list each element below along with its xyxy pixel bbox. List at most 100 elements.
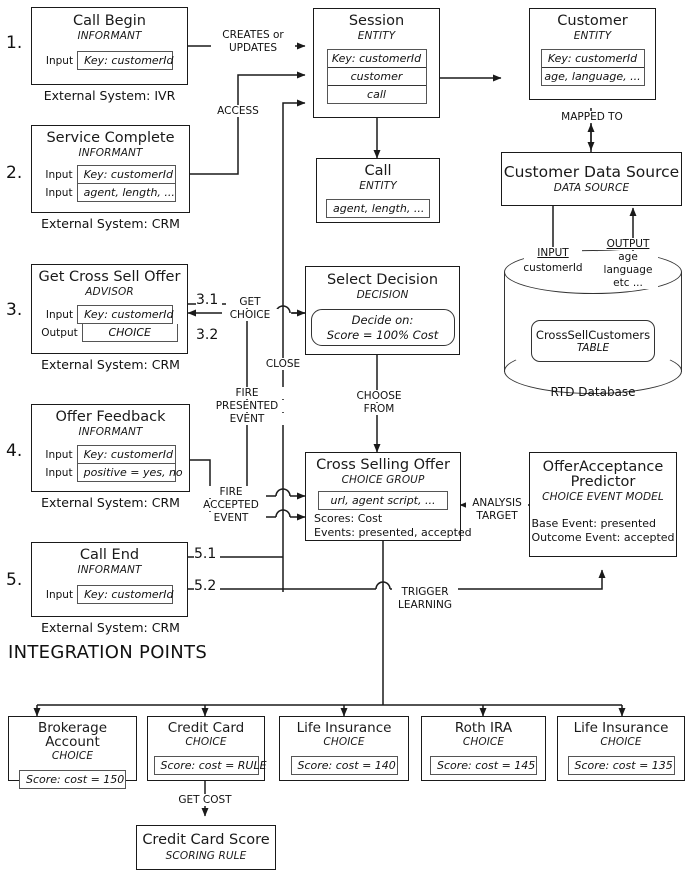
node-choice-credit-card[interactable]: Credit Card CHOICE Score: cost = RULE xyxy=(147,716,267,781)
cross-selling-offer-subtitle: CHOICE GROUP xyxy=(341,474,425,487)
call-end-input-label: Input xyxy=(45,588,74,601)
choice-title: Life Insurance xyxy=(573,720,669,736)
node-call-begin[interactable]: Call Begin INFORMANT Input Key: customer… xyxy=(31,7,188,85)
cross-selling-offer-title: Cross Selling Offer xyxy=(316,457,450,473)
node-choice-brokerage-account[interactable]: Brokerage Account CHOICE Score: cost = 1… xyxy=(8,716,137,790)
node-call-end[interactable]: Call End INFORMANT Input Key: customerId xyxy=(31,542,188,617)
service-complete-title: Service Complete xyxy=(46,130,175,146)
choice-score[interactable]: Score: cost = 145 xyxy=(430,756,537,776)
service-complete-subtitle: INFORMANT xyxy=(78,147,143,160)
edge-label-step-3-1: 3.1 xyxy=(196,292,222,309)
get-cross-sell-offer-external-system: External System: CRM xyxy=(41,357,180,372)
offer-feedback-input1-label: Input xyxy=(45,448,73,461)
table-name: CrossSellCustomers xyxy=(535,328,651,342)
node-offer-acceptance-predictor[interactable]: OfferAcceptance Predictor CHOICE EVENT M… xyxy=(529,452,677,557)
node-session[interactable]: Session ENTITY Key: customerId customer … xyxy=(313,8,440,118)
call-entity-attribute[interactable]: agent, length, ... xyxy=(326,199,430,219)
edge-label-trigger-learning-line1: TRIGGER xyxy=(392,586,458,599)
offer-feedback-title: Offer Feedback xyxy=(55,409,166,425)
call-end-input-value[interactable]: Key: customerId xyxy=(77,585,173,605)
choice-subtitle: CHOICE xyxy=(185,736,227,749)
offer-feedback-input2-label: Input xyxy=(45,467,73,480)
offer-feedback-input2-value[interactable]: positive = yes, no xyxy=(76,464,183,483)
node-credit-card-score[interactable]: Credit Card Score SCORING RULE xyxy=(136,825,276,870)
select-decision-rule-line1: Decide on: xyxy=(351,313,414,328)
customer-title: Customer xyxy=(557,13,628,29)
edge-label-creates-updates-line1: CREATES or xyxy=(211,29,295,42)
edge-label-analysis-target-line1: ANALYSIS xyxy=(466,497,528,510)
cross-selling-offer-scores: Scores: Cost xyxy=(314,512,383,526)
session-attribute-key[interactable]: Key: customerId xyxy=(327,50,426,69)
get-cross-sell-offer-output-label: Output xyxy=(41,327,78,340)
customer-attribute-age[interactable]: age, language, ... xyxy=(544,70,641,84)
choice-title: Credit Card xyxy=(167,720,245,736)
node-customer-data-source[interactable]: Customer Data Source DATA SOURCE xyxy=(501,152,682,206)
get-cross-sell-offer-input-value[interactable]: Key: customerId xyxy=(77,305,173,325)
edge-label-fire-accepted-line1: FIRE xyxy=(196,486,266,499)
service-complete-external-system: External System: CRM xyxy=(41,216,180,231)
node-customer[interactable]: Customer ENTITY Key: customerId age, lan… xyxy=(529,8,656,100)
offer-acceptance-predictor-outcome-event: Outcome Event: accepted xyxy=(531,531,675,545)
step-number-3: 3. xyxy=(6,300,23,320)
table-kind: TABLE xyxy=(576,342,610,354)
call-end-external-system: External System: CRM xyxy=(41,620,180,635)
node-call[interactable]: Call ENTITY agent, length, ... xyxy=(316,158,440,223)
select-decision-rule[interactable]: Decide on: Score = 100% Cost xyxy=(310,309,455,346)
session-attribute-call[interactable]: call xyxy=(367,88,386,102)
db-output-line1: age xyxy=(598,251,658,264)
db-output-line2: language xyxy=(594,264,662,277)
customer-data-source-subtitle: DATA SOURCE xyxy=(553,181,630,194)
node-select-decision[interactable]: Select Decision DECISION Decide on: Scor… xyxy=(305,266,460,355)
offer-feedback-input1-value[interactable]: Key: customerId xyxy=(76,445,176,465)
choice-title: Brokerage Account xyxy=(37,720,108,751)
edge-label-get-choice-line1: GET xyxy=(226,296,274,309)
node-choice-roth-ira[interactable]: Roth IRA CHOICE Score: cost = 145 xyxy=(421,716,546,781)
edge-label-fire-accepted-line3: EVENT xyxy=(196,512,266,525)
call-begin-input-value[interactable]: Key: customerId xyxy=(77,51,173,71)
edge-label-mapped-to: MAPPED TO xyxy=(556,111,628,124)
choice-score[interactable]: Score: cost = 140 xyxy=(290,756,398,776)
choice-title: Roth IRA xyxy=(454,720,513,736)
offer-acceptance-predictor-base-event: Base Event: presented xyxy=(531,517,657,531)
edge-label-analysis-target-line2: TARGET xyxy=(466,510,528,523)
choice-title: Life Insurance xyxy=(296,720,392,736)
offer-feedback-subtitle: INFORMANT xyxy=(78,426,143,439)
edge-label-creates-updates-line2: UPDATES xyxy=(211,42,295,55)
select-decision-rule-line2: Score = 100% Cost xyxy=(326,327,439,342)
edge-label-choose-from-line1: CHOOSE xyxy=(348,390,410,403)
choice-subtitle: CHOICE xyxy=(600,736,642,749)
db-input-title: INPUT xyxy=(524,247,582,260)
node-get-cross-sell-offer[interactable]: Get Cross Sell Offer ADVISOR Input Key: … xyxy=(31,264,188,354)
edge-label-step-3-2: 3.2 xyxy=(196,327,222,344)
offer-acceptance-predictor-subtitle: CHOICE EVENT MODEL xyxy=(542,491,664,504)
choice-subtitle: CHOICE xyxy=(51,750,94,763)
rtd-database-label: RTD Database xyxy=(550,385,636,399)
edge-label-fire-presented-line2: PRESENTED xyxy=(210,400,284,413)
customer-attribute-key[interactable]: Key: customerId xyxy=(541,50,644,69)
customer-data-source-title: Customer Data Source xyxy=(503,163,680,182)
call-begin-title: Call Begin xyxy=(73,13,146,29)
offer-feedback-external-system: External System: CRM xyxy=(41,495,180,510)
node-choice-life-insurance-1[interactable]: Life Insurance CHOICE Score: cost = 140 xyxy=(279,716,409,781)
edge-label-fire-presented-line3: EVENT xyxy=(210,413,284,426)
session-attribute-customer[interactable]: customer xyxy=(327,68,426,87)
choice-score[interactable]: Score: cost = 150 xyxy=(19,770,126,790)
cross-selling-offer-attribute[interactable]: url, agent script, ... xyxy=(318,491,448,511)
choice-score[interactable]: Score: cost = RULE xyxy=(153,756,267,776)
service-complete-input1-value[interactable]: Key: customerId xyxy=(76,165,176,185)
cross-selling-offer-events: Events: presented, accepted xyxy=(314,525,472,539)
choice-score[interactable]: Score: cost = 135 xyxy=(567,756,675,776)
session-subtitle: ENTITY xyxy=(357,30,396,43)
get-cross-sell-offer-output-value[interactable]: CHOICE xyxy=(81,324,178,343)
node-service-complete[interactable]: Service Complete INFORMANT Input Key: cu… xyxy=(31,125,190,213)
service-complete-input2-value[interactable]: agent, length, ... xyxy=(76,184,176,203)
session-title: Session xyxy=(348,13,405,29)
node-choice-life-insurance-2[interactable]: Life Insurance CHOICE Score: cost = 135 xyxy=(557,716,685,781)
node-cross-selling-offer[interactable]: Cross Selling Offer CHOICE GROUP url, ag… xyxy=(305,452,472,541)
offer-acceptance-predictor-title-line1: OfferAcceptance xyxy=(542,459,664,475)
integration-points-heading: INTEGRATION POINTS xyxy=(8,642,208,663)
node-crosssellcustomers-table[interactable]: CrossSellCustomers TABLE xyxy=(531,320,655,362)
node-offer-feedback[interactable]: Offer Feedback INFORMANT Input Key: cust… xyxy=(31,404,190,492)
call-entity-subtitle: ENTITY xyxy=(359,180,397,193)
